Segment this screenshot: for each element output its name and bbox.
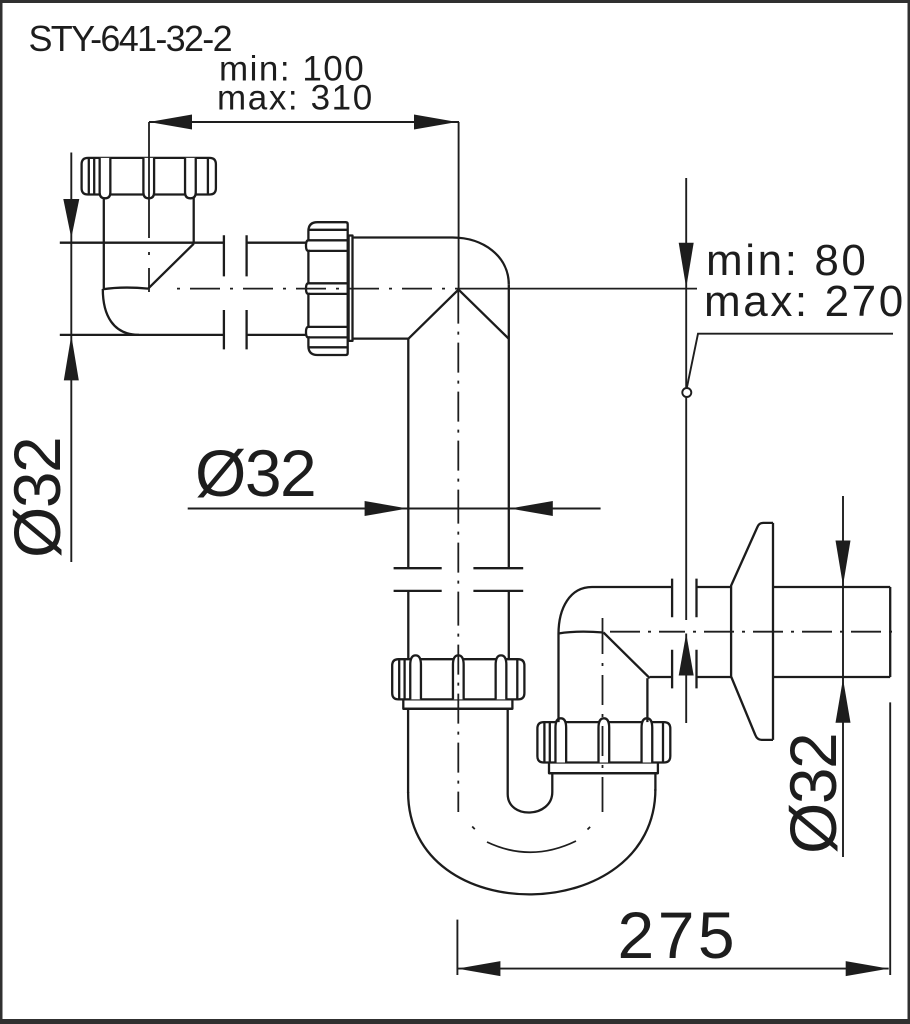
- svg-text:min: 80: min: 80: [706, 236, 869, 285]
- svg-text:Ø32: Ø32: [195, 436, 315, 510]
- svg-text:min: 100: min: 100: [219, 50, 365, 89]
- svg-text:max: 310: max: 310: [217, 79, 374, 118]
- svg-text:Ø32: Ø32: [0, 438, 74, 558]
- svg-text:275: 275: [618, 898, 739, 972]
- svg-text:STY-641-32-2: STY-641-32-2: [29, 18, 232, 59]
- svg-text:Ø32: Ø32: [776, 734, 850, 854]
- svg-text:max: 270: max: 270: [704, 277, 906, 326]
